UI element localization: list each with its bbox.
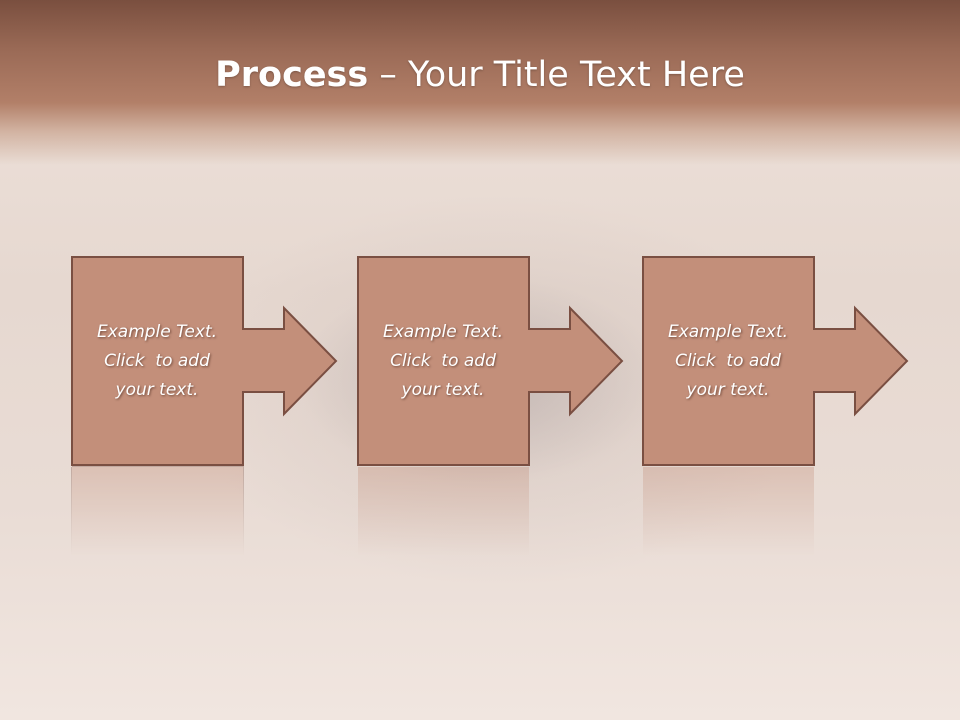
process-step-2[interactable]: Example Text. Click to add your text. bbox=[357, 256, 627, 466]
step-text-line-1: Example Text. bbox=[96, 321, 218, 342]
slide-title[interactable]: Process – Your Title Text Here bbox=[0, 50, 960, 100]
step-arrow-shape bbox=[642, 256, 909, 466]
title-rest: – Your Title Text Here bbox=[368, 55, 745, 95]
step-text-line-3: your text. bbox=[115, 379, 199, 400]
title-banner bbox=[0, 0, 960, 165]
step-arrow-shape bbox=[357, 256, 624, 466]
step-text-line-2: Click to add bbox=[675, 350, 781, 371]
step-text-line-1: Example Text. bbox=[382, 321, 504, 342]
step-text-line-3: your text. bbox=[401, 379, 485, 400]
step-reflection bbox=[643, 467, 814, 556]
step-text-line-3: your text. bbox=[686, 379, 770, 400]
step-text-line-1: Example Text. bbox=[667, 321, 789, 342]
step-reflection bbox=[358, 467, 529, 556]
step-reflection bbox=[71, 466, 244, 556]
step-text-line-2: Click to add bbox=[390, 350, 496, 371]
step-text: Example Text. Click to add your text. bbox=[71, 256, 243, 466]
step-arrow-shape bbox=[71, 256, 338, 466]
step-text-line-2: Click to add bbox=[104, 350, 210, 371]
process-step-1[interactable]: Example Text. Click to add your text. bbox=[71, 256, 341, 466]
process-step-3[interactable]: Example Text. Click to add your text. bbox=[642, 256, 912, 466]
step-text: Example Text. Click to add your text. bbox=[357, 256, 529, 466]
step-text: Example Text. Click to add your text. bbox=[642, 256, 814, 466]
title-bold: Process bbox=[215, 55, 369, 95]
